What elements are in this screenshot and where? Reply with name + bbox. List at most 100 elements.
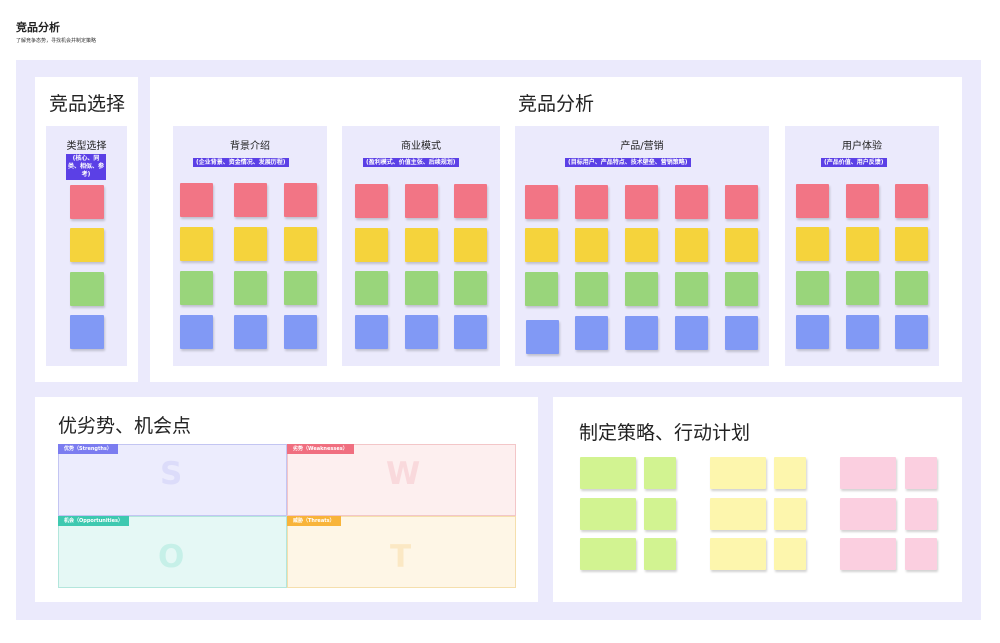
sticky-note[interactable] xyxy=(525,228,558,262)
column-tag: (盈利模式、价值主张、后续规划) xyxy=(363,158,459,167)
sticky-note[interactable] xyxy=(526,320,559,354)
sticky-note[interactable] xyxy=(675,228,708,262)
selection-panel-title: 竞品选择 xyxy=(49,93,126,115)
sticky-note[interactable] xyxy=(675,272,708,306)
sticky-note[interactable] xyxy=(846,315,879,349)
column-title: 用户体验 xyxy=(842,141,882,152)
column-tag: (企业背景、资金情况、发展历程) xyxy=(193,158,289,167)
sticky-note[interactable] xyxy=(180,315,213,349)
sticky-note[interactable] xyxy=(355,315,388,349)
sticky-note[interactable] xyxy=(284,227,317,261)
sticky-note[interactable] xyxy=(846,184,879,218)
sticky-note[interactable] xyxy=(840,457,896,489)
strategy-panel-title: 制定策略、行动计划 xyxy=(579,422,751,444)
sticky-note[interactable] xyxy=(725,185,758,219)
sticky-note[interactable] xyxy=(644,538,676,570)
column-tag: (目标用户、产品特点、技术壁垒、营销策略) xyxy=(565,158,691,167)
sticky-note[interactable] xyxy=(710,538,766,570)
sticky-note[interactable] xyxy=(796,184,829,218)
sticky-note[interactable] xyxy=(580,538,636,570)
sticky-note[interactable] xyxy=(625,185,658,219)
sticky-note[interactable] xyxy=(355,228,388,262)
sticky-note[interactable] xyxy=(905,538,937,570)
sticky-note[interactable] xyxy=(725,228,758,262)
sticky-note[interactable] xyxy=(725,272,758,306)
analysis-panel-title: 竞品分析 xyxy=(518,93,595,115)
quadrant-label: 劣势（Weaknesses） xyxy=(287,444,354,454)
sticky-note[interactable] xyxy=(580,457,636,489)
sticky-note[interactable] xyxy=(454,271,487,305)
swot-quadrant-strengths[interactable] xyxy=(58,444,287,516)
sticky-note[interactable] xyxy=(895,184,928,218)
sticky-note[interactable] xyxy=(355,184,388,218)
sticky-note[interactable] xyxy=(284,183,317,217)
sticky-note[interactable] xyxy=(644,457,676,489)
sticky-note[interactable] xyxy=(846,227,879,261)
sticky-note[interactable] xyxy=(895,315,928,349)
sticky-note[interactable] xyxy=(675,316,708,350)
swot-quadrant-weaknesses[interactable] xyxy=(287,444,516,516)
sticky-note[interactable] xyxy=(70,185,104,219)
sticky-note[interactable] xyxy=(525,272,558,306)
column-title: 背景介绍 xyxy=(230,141,270,152)
sticky-note[interactable] xyxy=(774,457,806,489)
sticky-note[interactable] xyxy=(284,271,317,305)
sticky-note[interactable] xyxy=(625,316,658,350)
sticky-note[interactable] xyxy=(774,498,806,530)
sticky-note[interactable] xyxy=(70,272,104,306)
sticky-note[interactable] xyxy=(180,271,213,305)
column-tag: (核心、同类、相似、参考) xyxy=(66,154,106,180)
sticky-note[interactable] xyxy=(405,271,438,305)
sticky-note[interactable] xyxy=(405,184,438,218)
sticky-note[interactable] xyxy=(796,227,829,261)
sticky-note[interactable] xyxy=(675,185,708,219)
sticky-note[interactable] xyxy=(846,271,879,305)
sticky-note[interactable] xyxy=(796,315,829,349)
sticky-note[interactable] xyxy=(840,538,896,570)
sticky-note[interactable] xyxy=(234,227,267,261)
swot-quadrant-threats[interactable] xyxy=(287,516,516,588)
quadrant-letter: O xyxy=(158,539,185,575)
sticky-note[interactable] xyxy=(710,457,766,489)
sticky-note[interactable] xyxy=(625,228,658,262)
sticky-note[interactable] xyxy=(454,184,487,218)
sticky-note[interactable] xyxy=(895,271,928,305)
sticky-note[interactable] xyxy=(580,498,636,530)
column-title: 产品/营销 xyxy=(620,141,664,152)
sticky-note[interactable] xyxy=(454,315,487,349)
page-subtitle: 了解竞争态势，寻找机会并制定策略 xyxy=(16,38,97,44)
sticky-note[interactable] xyxy=(774,538,806,570)
sticky-note[interactable] xyxy=(905,498,937,530)
sticky-note[interactable] xyxy=(575,272,608,306)
sticky-note[interactable] xyxy=(234,271,267,305)
sticky-note[interactable] xyxy=(284,315,317,349)
quadrant-letter: S xyxy=(160,456,183,492)
quadrant-label: 优势（Strengths） xyxy=(58,444,118,454)
sticky-note[interactable] xyxy=(405,315,438,349)
sticky-note[interactable] xyxy=(725,316,758,350)
sticky-note[interactable] xyxy=(355,271,388,305)
sticky-note[interactable] xyxy=(180,227,213,261)
sticky-note[interactable] xyxy=(575,228,608,262)
sticky-note[interactable] xyxy=(234,183,267,217)
sticky-note[interactable] xyxy=(625,272,658,306)
page-title: 竞品分析 xyxy=(16,21,60,34)
sticky-note[interactable] xyxy=(70,228,104,262)
sticky-note[interactable] xyxy=(525,185,558,219)
sticky-note[interactable] xyxy=(895,227,928,261)
sticky-note[interactable] xyxy=(405,228,438,262)
sticky-note[interactable] xyxy=(234,315,267,349)
sticky-note[interactable] xyxy=(840,498,896,530)
quadrant-label: 威胁（Threats） xyxy=(287,516,341,526)
sticky-note[interactable] xyxy=(644,498,676,530)
quadrant-letter: T xyxy=(390,539,412,575)
swot-quadrant-opportunities[interactable] xyxy=(58,516,287,588)
sticky-note[interactable] xyxy=(454,228,487,262)
sticky-note[interactable] xyxy=(710,498,766,530)
sticky-note[interactable] xyxy=(180,183,213,217)
sticky-note[interactable] xyxy=(575,316,608,350)
sticky-note[interactable] xyxy=(905,457,937,489)
sticky-note[interactable] xyxy=(796,271,829,305)
sticky-note[interactable] xyxy=(575,185,608,219)
sticky-note[interactable] xyxy=(70,315,104,349)
